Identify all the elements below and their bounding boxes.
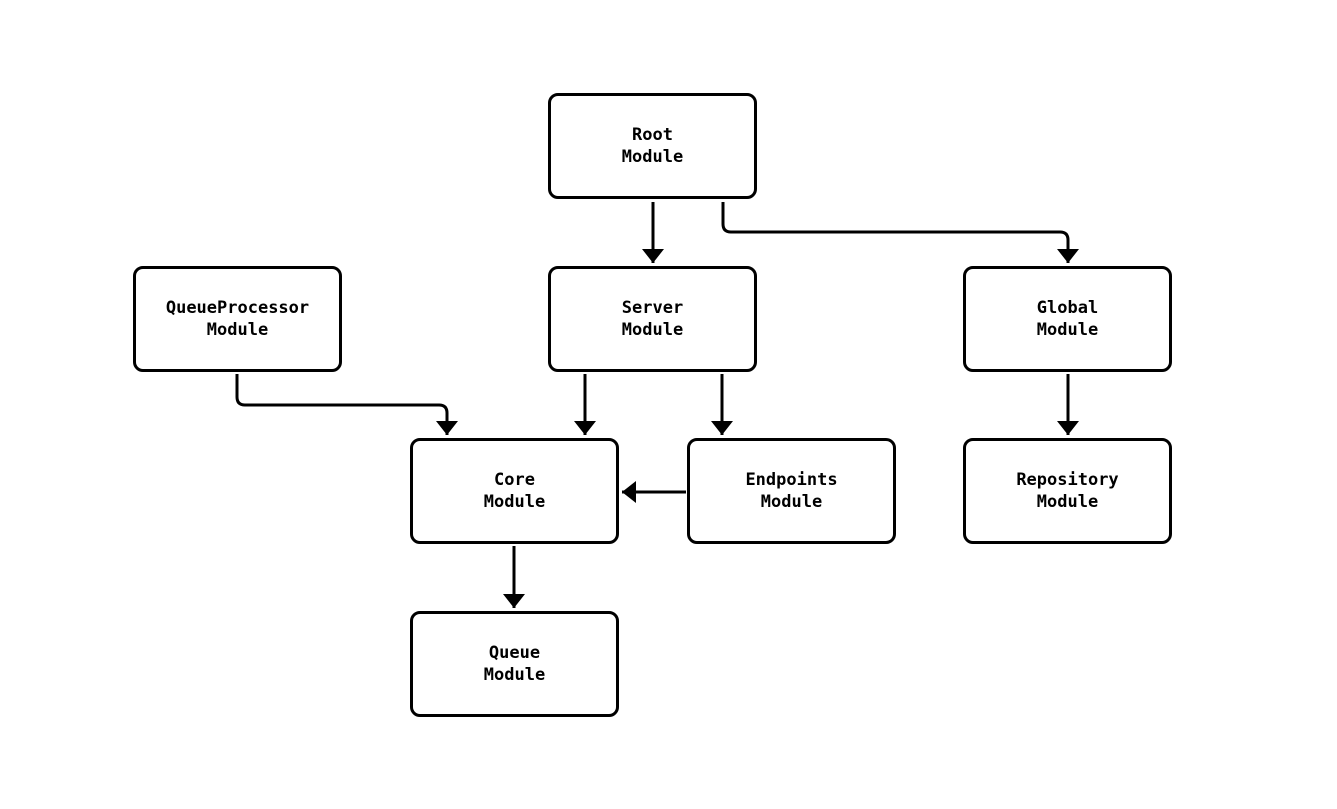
- node-root-module: Root Module: [548, 93, 757, 199]
- node-queue-module: Queue Module: [410, 611, 619, 717]
- edge-root-to-global: [721, 202, 1079, 263]
- node-core-module: Core Module: [410, 438, 619, 544]
- node-repository-module: Repository Module: [963, 438, 1172, 544]
- node-queueprocessor-module: QueueProcessor Module: [133, 266, 342, 372]
- node-global-module: Global Module: [963, 266, 1172, 372]
- node-server-module: Server Module: [548, 266, 757, 372]
- edge-queueprocessor-to-core: [235, 374, 458, 435]
- node-endpoints-module: Endpoints Module: [687, 438, 896, 544]
